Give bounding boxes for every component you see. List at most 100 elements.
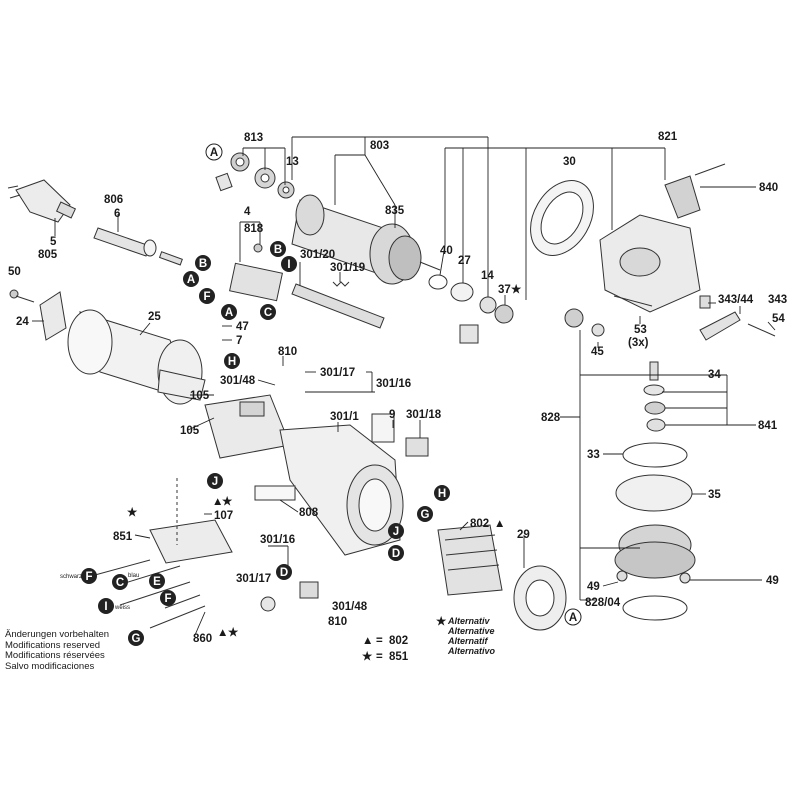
label-37: 37 xyxy=(498,284,511,296)
rating-plate xyxy=(254,485,296,501)
leader-lines xyxy=(32,136,776,636)
label-828: 828 xyxy=(541,412,561,424)
svg-text:I: I xyxy=(104,601,107,613)
label-818: 818 xyxy=(244,223,264,235)
label-841: 841 xyxy=(758,420,778,432)
label-54: 54 xyxy=(772,313,785,325)
legend-triangle-ref: 802 xyxy=(389,635,408,647)
label-34: 34 xyxy=(708,369,721,381)
alt-en: Alternative xyxy=(448,626,495,636)
svg-text:A: A xyxy=(187,274,195,286)
svg-text:C: C xyxy=(264,307,272,319)
label-803: 803 xyxy=(370,140,389,152)
field-coil xyxy=(437,524,503,596)
label-851: 851 xyxy=(113,531,133,543)
label-343-44: 343/44 xyxy=(718,294,754,306)
electronic-module xyxy=(149,519,233,564)
marker-A-bottom: A xyxy=(564,608,582,626)
label-30: 30 xyxy=(563,156,576,168)
spindle-lock xyxy=(664,163,726,219)
wire-label-schwarz: schwarz xyxy=(60,574,82,580)
legend-star-equals: = xyxy=(376,651,383,663)
motor-housing xyxy=(67,309,206,405)
label-821: 821 xyxy=(658,131,678,143)
nut xyxy=(591,323,605,337)
note-es: Salvo modificaciones xyxy=(5,660,95,672)
label-7: 7 xyxy=(236,335,242,347)
wire-leads xyxy=(94,559,206,629)
svg-text:C: C xyxy=(116,577,124,589)
svg-text:A: A xyxy=(225,307,233,319)
bearing-37 xyxy=(494,304,514,324)
label-107-star: ★ xyxy=(222,495,233,508)
brush-holder xyxy=(229,243,283,302)
svg-text:B: B xyxy=(199,258,207,270)
bearings xyxy=(215,152,295,199)
marker-F-3: F xyxy=(160,590,176,606)
ring-27 xyxy=(450,282,474,302)
wire-label-blau: blau xyxy=(128,573,139,579)
wire-color-labels: schwarz blau weiss xyxy=(60,573,139,611)
label-301-18: 301/18 xyxy=(406,409,442,421)
svg-text:G: G xyxy=(132,633,141,645)
label-107-triangle: ▲ xyxy=(212,496,223,508)
svg-text:A: A xyxy=(210,147,218,159)
suppressor xyxy=(299,581,319,599)
power-plug xyxy=(7,179,77,223)
marker-J-2: J xyxy=(388,523,404,539)
label-301-19: 301/19 xyxy=(330,262,365,274)
lever-parts xyxy=(699,295,776,341)
label-802-triangle: ▲ xyxy=(494,518,505,530)
spring xyxy=(332,281,350,287)
label-301-20: 301/20 xyxy=(300,249,335,261)
svg-text:E: E xyxy=(153,576,161,588)
label-835: 835 xyxy=(385,205,405,217)
label-343: 343 xyxy=(768,294,787,306)
screw-49a xyxy=(616,570,628,582)
cap xyxy=(405,437,429,457)
label-49-left: 49 xyxy=(587,581,600,593)
label-860: 860 xyxy=(193,633,212,645)
circlip-40 xyxy=(428,274,448,290)
marker-C-2: C xyxy=(112,574,128,590)
o-ring xyxy=(622,442,688,468)
spindle-stack xyxy=(643,361,666,432)
label-33: 33 xyxy=(587,449,600,461)
label-47: 47 xyxy=(236,321,249,333)
svg-text:B: B xyxy=(274,244,282,256)
label-4: 4 xyxy=(244,206,251,218)
label-45: 45 xyxy=(591,346,604,358)
bevel-gear xyxy=(614,524,696,579)
marker-G-1: G xyxy=(417,506,433,522)
label-9: 9 xyxy=(389,409,395,421)
label-40: 40 xyxy=(440,245,453,257)
legend-star-symbol: ★ xyxy=(362,650,373,663)
marker-D-1: D xyxy=(388,545,404,561)
marker-E-1: E xyxy=(149,573,165,589)
svg-text:F: F xyxy=(203,291,210,303)
label-105-b: 105 xyxy=(180,425,200,437)
armature xyxy=(291,194,441,285)
label-301-16-top: 301/16 xyxy=(376,378,411,390)
label-301-48-top: 301/48 xyxy=(220,375,256,387)
label-5: 5 xyxy=(50,236,57,248)
note-en: Modifications reserved xyxy=(5,639,101,651)
screw-49b xyxy=(679,572,691,584)
marker-A-1: A xyxy=(183,271,199,287)
svg-text:A: A xyxy=(569,612,577,624)
label-plate xyxy=(371,413,395,443)
wire-label-weiss: weiss xyxy=(114,605,130,611)
label-301-17-top: 301/17 xyxy=(320,367,355,379)
label-810-bottom: 810 xyxy=(328,616,347,628)
modification-notes: Änderungen vorbehalten Modifications res… xyxy=(5,629,109,672)
label-851-star: ★ xyxy=(127,506,138,519)
label-805: 805 xyxy=(38,249,58,261)
label-37-star: ★ xyxy=(511,283,522,296)
capacitor xyxy=(260,596,276,612)
marker-B-1: B xyxy=(195,255,211,271)
label-808: 808 xyxy=(299,507,319,519)
marker-J-1: J xyxy=(207,473,223,489)
wheel-guard xyxy=(530,180,594,256)
legend-triangle-equals: = xyxy=(376,635,383,647)
